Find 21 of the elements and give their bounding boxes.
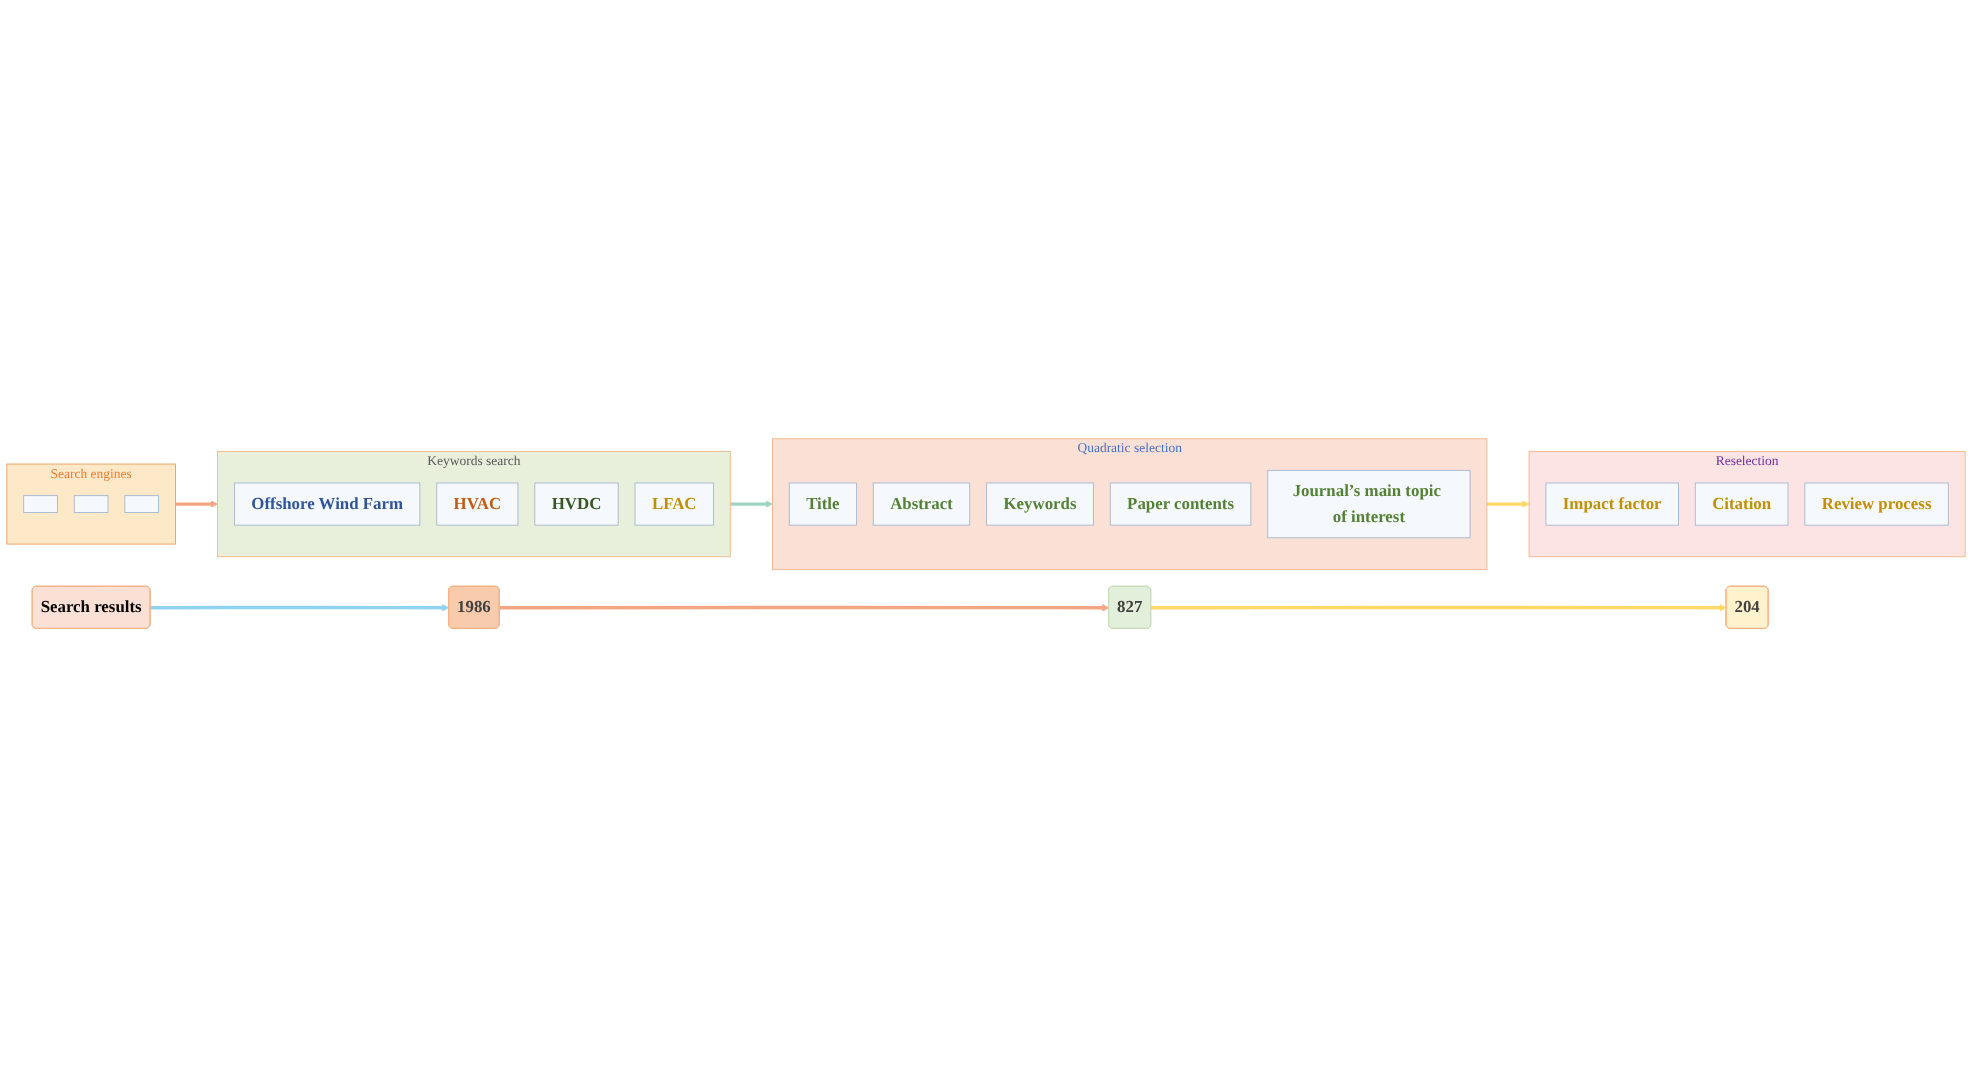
arrow [730,500,773,509]
node-box: Journal’s main topic of interest [1267,470,1471,539]
node-box: Paper contents [1109,483,1252,526]
arrow [175,500,218,509]
node-box [23,495,58,514]
node-box: Citation [1694,483,1789,526]
node-box: Review process [1804,483,1949,526]
arrow [1486,500,1530,509]
arrow [1151,604,1727,612]
node-box: Offshore Wind Farm [234,483,421,526]
node-box: Title [788,483,857,526]
node-box [73,495,109,514]
node-box: HVDC [534,483,619,526]
node-box: LFAC [634,483,714,526]
arrow [499,604,1110,612]
node-box: Keywords [986,483,1094,526]
node-box: Impact factor [1545,483,1679,526]
node-box [124,495,159,514]
node-box: HVAC [436,483,519,526]
arrow [150,604,450,612]
node-box: Abstract [872,483,971,526]
